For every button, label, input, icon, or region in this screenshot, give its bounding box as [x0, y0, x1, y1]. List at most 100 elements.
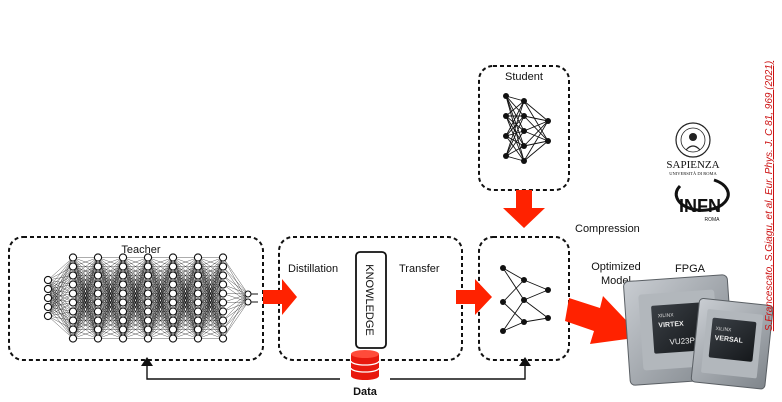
teacher-node — [168, 307, 178, 316]
teacher-node — [93, 262, 103, 271]
teacher-node — [193, 334, 203, 343]
infn-logo-text: INFN — [679, 196, 721, 216]
teacher-network — [43, 253, 258, 343]
teacher-node — [193, 262, 203, 271]
arrow-teacher-to-distillation — [263, 279, 297, 315]
student-node — [503, 133, 509, 139]
teacher-node — [218, 262, 228, 271]
teacher-node — [143, 289, 153, 298]
teacher-node — [193, 316, 203, 325]
teacher-node — [143, 307, 153, 316]
student-node — [521, 128, 527, 134]
teacher-node — [168, 271, 178, 280]
teacher-node — [68, 334, 78, 343]
teacher-node — [193, 298, 203, 307]
student-node — [545, 138, 551, 144]
teacher-node — [143, 262, 153, 271]
database-icon — [350, 350, 380, 380]
sapienza-logo-text: SAPIENZA — [666, 159, 719, 171]
teacher-node — [68, 298, 78, 307]
teacher-node — [218, 334, 228, 343]
teacher-node — [168, 334, 178, 343]
student-node — [503, 113, 509, 119]
chip-back-family: VERSAL — [714, 335, 744, 345]
compressed-network — [500, 265, 551, 334]
teacher-node — [93, 280, 103, 289]
teacher-node — [118, 289, 128, 298]
teacher-node — [68, 262, 78, 271]
student-node — [521, 143, 527, 149]
teacher-node — [143, 280, 153, 289]
fpga-chip-front: XILINX VERSAL — [690, 297, 774, 390]
optimized-model-label-2: Model — [601, 275, 631, 287]
teacher-node — [93, 316, 103, 325]
citation-text: S.Francescato, S.Giagu, et al, Eur. Phys… — [764, 61, 775, 331]
chip-back-brand: XILINX — [715, 326, 732, 334]
teacher-node — [218, 298, 228, 307]
teacher-node — [93, 307, 103, 316]
teacher-label: Teacher — [121, 244, 160, 256]
teacher-node — [244, 298, 252, 306]
teacher-node — [218, 316, 228, 325]
teacher-node — [143, 334, 153, 343]
teacher-node — [93, 325, 103, 334]
student-node — [545, 118, 551, 124]
sapienza-logo-subtext: UNIVERSITÀ DI ROMA — [669, 171, 717, 176]
teacher-node — [68, 307, 78, 316]
teacher-node — [118, 298, 128, 307]
teacher-node — [93, 271, 103, 280]
sapienza-logo: SAPIENZA UNIVERSITÀ DI ROMA — [666, 122, 720, 176]
infn-logo-subtext: ROMA — [705, 217, 721, 223]
transfer-label: Transfer — [399, 263, 440, 275]
compressed-node — [500, 328, 506, 334]
teacher-node — [68, 289, 78, 298]
teacher-node — [168, 316, 178, 325]
teacher-node — [168, 289, 178, 298]
teacher-node — [168, 280, 178, 289]
chip-front-family: VIRTEX — [658, 321, 684, 330]
teacher-node — [143, 253, 153, 262]
teacher-node — [118, 334, 128, 343]
teacher-node — [143, 325, 153, 334]
student-network — [503, 93, 551, 164]
teacher-node — [218, 289, 228, 298]
teacher-node — [118, 271, 128, 280]
data-label: Data — [353, 386, 378, 398]
data-line-right — [390, 360, 526, 380]
teacher-node — [43, 293, 53, 303]
teacher-node — [43, 302, 53, 312]
compressed-node — [545, 287, 551, 293]
teacher-node — [43, 275, 53, 285]
teacher-node — [93, 334, 103, 343]
knowledge-box — [355, 251, 387, 349]
knowledge-label: KNOWLEDGE — [363, 264, 375, 336]
teacher-node — [193, 325, 203, 334]
student-label: Student — [505, 71, 543, 83]
teacher-node — [168, 262, 178, 271]
teacher-node — [193, 307, 203, 316]
teacher-node — [218, 271, 228, 280]
teacher-node — [193, 280, 203, 289]
teacher-node — [93, 289, 103, 298]
student-node — [521, 158, 527, 164]
teacher-node — [93, 298, 103, 307]
teacher-node — [218, 280, 228, 289]
teacher-node — [218, 325, 228, 334]
compressed-node — [521, 297, 527, 303]
teacher-node — [68, 325, 78, 334]
arrow-transfer-to-model — [456, 279, 492, 315]
teacher-node — [143, 316, 153, 325]
teacher-node — [244, 290, 252, 298]
compressed-node — [521, 277, 527, 283]
teacher-node — [143, 298, 153, 307]
teacher-node — [118, 316, 128, 325]
teacher-node — [168, 253, 178, 262]
distillation-label: Distillation — [288, 263, 338, 275]
student-node — [521, 113, 527, 119]
data-line-left — [146, 360, 340, 380]
teacher-node — [168, 325, 178, 334]
teacher-node — [118, 325, 128, 334]
teacher-node — [218, 253, 228, 262]
teacher-node — [118, 280, 128, 289]
teacher-node — [118, 253, 128, 262]
